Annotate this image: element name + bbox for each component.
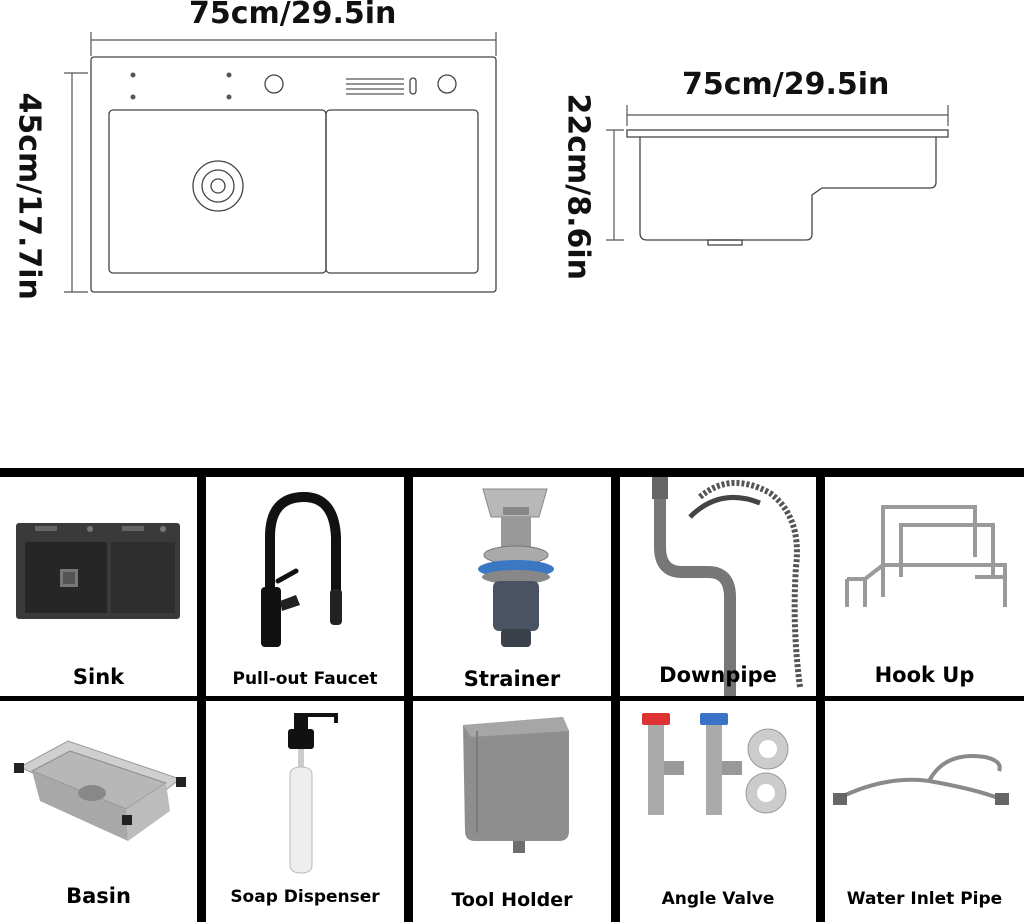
angle-valve-image (642, 713, 789, 815)
top-width-label: 75cm/29.5in (189, 0, 397, 31)
side-view-height-line (606, 129, 624, 241)
soap-dispenser-label: Soap Dispenser (230, 887, 380, 907)
side-width-label: 75cm/29.5in (682, 67, 890, 102)
top-view-width-line (90, 32, 497, 56)
angle-valve-label: Angle Valve (661, 889, 775, 909)
tool-holder-label: Tool Holder (451, 889, 573, 911)
water-inlet-pipe-image (833, 754, 1009, 805)
sink-side-view (626, 129, 949, 246)
downpipe-image (652, 477, 803, 696)
component-strainer: Strainer (413, 477, 611, 696)
hook-up-image (845, 505, 1007, 607)
tool-holder-image (463, 717, 569, 853)
sink-top-holes (130, 72, 232, 100)
faucet-label: Pull-out Faucet (232, 669, 378, 689)
soap-dispenser-image (288, 713, 338, 874)
water-inlet-pipe-label: Water Inlet Pipe (846, 889, 1003, 909)
component-water-inlet-pipe: Water Inlet Pipe (825, 701, 1024, 922)
components-grid: Sink Pull-out Faucet Strainer (0, 468, 1024, 922)
sink-image (16, 523, 180, 619)
component-soap-dispenser: Soap Dispenser (206, 701, 404, 922)
basin-label: Basin (66, 884, 131, 908)
sink-top-vent (346, 78, 404, 95)
component-pull-out-faucet: Pull-out Faucet (206, 477, 404, 696)
top-view-depth-line (64, 72, 88, 293)
sink-label: Sink (72, 665, 125, 689)
component-hook-up: Hook Up (825, 477, 1024, 696)
top-depth-label: 45cm/17.7in (11, 92, 47, 300)
component-tool-holder: Tool Holder (413, 701, 611, 922)
component-sink: Sink (0, 477, 197, 696)
component-basin: Basin (0, 701, 197, 922)
faucet-image (261, 491, 342, 647)
hook-up-label: Hook Up (874, 663, 975, 687)
component-downpipe: Downpipe (620, 477, 816, 696)
strainer-label: Strainer (463, 667, 561, 691)
side-view-width-line (626, 105, 949, 126)
component-angle-valve: Angle Valve (620, 701, 816, 922)
sink-top-view (90, 56, 497, 293)
downpipe-label: Downpipe (659, 663, 777, 687)
dimension-drawings (64, 32, 949, 293)
side-height-label: 22cm/8.6in (560, 93, 596, 281)
strainer-image (478, 488, 554, 647)
basin-image (14, 740, 186, 841)
